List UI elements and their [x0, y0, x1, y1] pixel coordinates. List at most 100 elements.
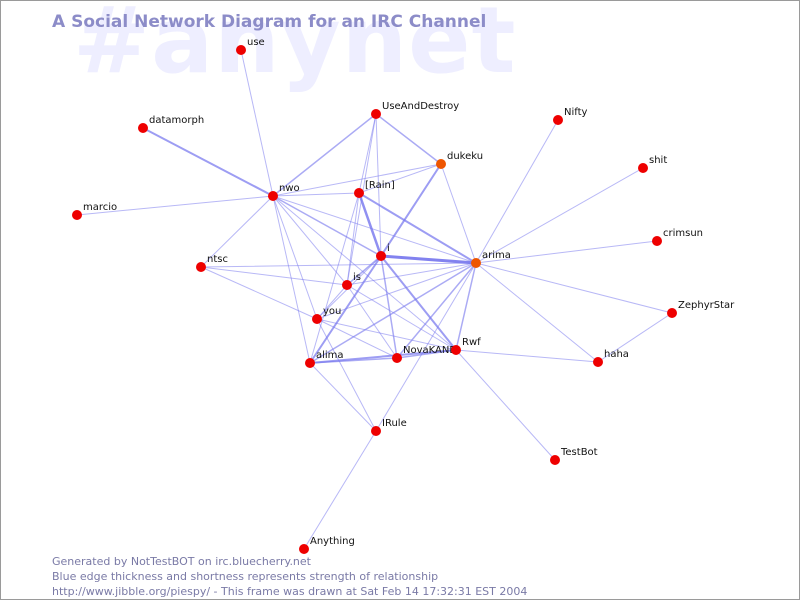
edge-rain-dukeku [358, 163, 442, 194]
node-dot-testbot [550, 455, 560, 465]
edge-nwo-arima [272, 195, 477, 264]
edge-novakane-is [346, 284, 398, 359]
node-alima: alima [305, 350, 344, 368]
edge-nwo-marcio [76, 195, 274, 216]
edge-you-irule [316, 318, 377, 432]
edge-you-ntsc [200, 266, 318, 320]
node-label-haha: haha [604, 349, 629, 360]
node-nifty: Nifty [553, 107, 588, 125]
edge-rwf-haha [455, 349, 599, 363]
edge-you-is [316, 284, 348, 320]
node-i: i [376, 243, 390, 261]
node-dot-dukeku [436, 159, 446, 169]
edge-useanddestroy-dukeku [375, 113, 442, 165]
edge-i-alima [309, 255, 382, 364]
edge-arima-zephyrstar [475, 262, 673, 314]
edge-you-novakane [316, 318, 398, 359]
node-label-marcio: marcio [83, 202, 117, 213]
node-label-arima: arima [482, 250, 511, 261]
edge-rwf-alima [309, 349, 457, 364]
node-label-irule: IRule [382, 418, 407, 429]
edge-rain-is [346, 192, 360, 286]
node-irule: IRule [371, 418, 407, 436]
edge-arima-shit [475, 167, 644, 264]
node-label-nwo: nwo [279, 183, 300, 194]
node-dot-rain [354, 188, 364, 198]
node-datamorph: datamorph [138, 115, 204, 133]
node-label-rain: [Rain] [365, 180, 395, 191]
node-label-dukeku: dukeku [447, 151, 483, 162]
edge-nwo-alima [272, 195, 311, 364]
node-dukeku: dukeku [436, 151, 483, 169]
edge-alima-irule [309, 362, 377, 432]
node-label-testbot: TestBot [560, 447, 598, 458]
node-dot-arima [471, 258, 481, 268]
node-dot-nifty [553, 115, 563, 125]
edge-useanddestroy-is [346, 113, 377, 286]
edge-irule-anything [303, 430, 377, 550]
node-label-useanddestroy: UseAndDestroy [382, 101, 459, 112]
node-label-use: use [247, 37, 265, 48]
node-dot-crimsun [652, 236, 662, 246]
node-label-datamorph: datamorph [149, 115, 204, 126]
node-label-alima: alima [316, 350, 344, 361]
node-anything: Anything [299, 536, 355, 554]
node-arima: arima [471, 250, 511, 268]
node-label-anything: Anything [310, 536, 355, 547]
node-label-zephyrstar: ZephyrStar [678, 300, 735, 311]
footer-legend-line: Blue edge thickness and shortness repres… [52, 570, 439, 583]
node-dot-you [312, 314, 322, 324]
edge-arima-rwf [455, 262, 477, 351]
edge-nwo-use [240, 49, 274, 197]
edge-rain-arima [358, 192, 477, 264]
footer: Generated by NotTestBOT on irc.bluecherr… [52, 554, 527, 599]
edge-nwo-useanddestroy [272, 113, 377, 197]
edge-arima-novakane [396, 262, 477, 359]
node-shit: shit [638, 155, 667, 173]
edge-rwf-is [346, 284, 457, 351]
node-dot-alima [305, 358, 315, 368]
node-dot-novakane [392, 353, 402, 363]
node-dot-ntsc [196, 262, 206, 272]
node-dot-irule [371, 426, 381, 436]
node-dot-marcio [72, 210, 82, 220]
node-testbot: TestBot [550, 447, 598, 465]
node-dot-i [376, 251, 386, 261]
edge-arima-haha [475, 262, 599, 363]
node-zephyrstar: ZephyrStar [667, 300, 735, 318]
edge-dukeku-arima [440, 163, 477, 264]
edge-i-novakane [380, 255, 398, 359]
footer-generated-line: Generated by NotTestBOT on irc.bluecherr… [52, 555, 311, 568]
node-label-novakane: NovaKANE [403, 345, 456, 356]
edge-arima-crimsun [475, 240, 658, 264]
node-dot-haha [593, 357, 603, 367]
node-is: is [342, 272, 361, 290]
node-marcio: marcio [72, 202, 117, 220]
edge-arima-ntsc [200, 262, 477, 268]
node-label-ntsc: ntsc [207, 254, 228, 265]
node-rain: [Rain] [354, 180, 395, 198]
node-use: use [236, 37, 265, 55]
node-label-nifty: Nifty [564, 107, 588, 118]
edge-layer [76, 49, 673, 550]
node-label-you: you [323, 306, 341, 317]
edge-arima-is [346, 262, 477, 286]
edge-novakane-alima [309, 357, 398, 364]
node-rwf: Rwf [451, 337, 481, 355]
node-you: you [312, 306, 341, 324]
node-label-rwf: Rwf [462, 337, 481, 348]
node-dot-rwf [451, 345, 461, 355]
page-title: A Social Network Diagram for an IRC Chan… [52, 12, 487, 32]
node-layer: use datamorph marcio nwo ntsc UseAndDestroy du… [72, 37, 735, 554]
channel-watermark: #anynet [73, 0, 517, 94]
node-novakane: NovaKANE [392, 345, 456, 363]
node-ntsc: ntsc [196, 254, 228, 272]
edge-rwf-you [316, 318, 457, 351]
node-dot-zephyrstar [667, 308, 677, 318]
node-haha: haha [593, 349, 629, 367]
node-label-crimsun: crimsun [663, 228, 703, 239]
node-dot-datamorph [138, 123, 148, 133]
edge-i-dukeku [380, 163, 442, 257]
